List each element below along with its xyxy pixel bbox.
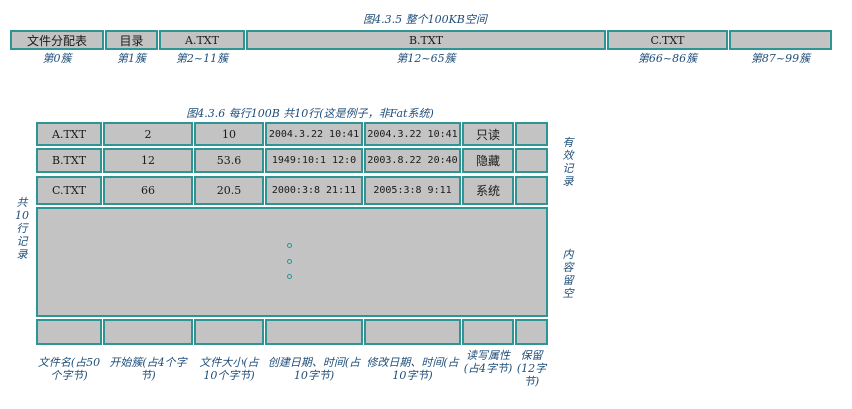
left-label-total-rows: 共10行记录 [15,196,29,261]
column-label-size: 文件大小(占10个字节) [199,356,259,382]
segment-free [729,30,832,50]
segment-fat-label: 文件分配表 [26,33,87,48]
row1-attr: 只读 [462,122,514,146]
ellipsis-dot [287,243,292,248]
row2-size: 53.6 [194,148,264,173]
row3-modified: 2005:3:8 9:11 [364,176,461,205]
row3-start-text: 66 [141,184,155,197]
row2-start: 12 [103,148,193,173]
row1-created-text: 2004.3.22 10:41 [268,128,360,140]
row1-name-text: A.TXT [52,127,86,141]
bottom-created-cell [265,319,363,345]
row1-size: 10 [194,122,264,146]
row2-name: B.TXT [36,148,102,173]
row2-attr: 隐藏 [462,148,514,173]
row3-modified-text: 2005:3:8 9:11 [373,185,452,196]
segment-fat-sublabel: 第0簇 [42,52,72,65]
segment-b-txt-label: B.TXT [408,33,444,47]
empty-records-area [36,207,548,317]
row3-reserved [515,176,548,205]
column-label-created: 创建日期、时间(占10字节) [267,356,361,382]
row2-modified: 2003.8.22 20:40 [364,148,461,173]
row1-reserved [515,122,548,146]
row1-start-text: 2 [144,127,152,141]
row2-created: 1949:10:1 12:0 [265,148,363,173]
bottom-size-cell [194,319,264,345]
segment-c-txt-label: C.TXT [650,33,685,47]
row3-attr: 系统 [462,176,514,205]
row2-modified-text: 2003.8.22 20:40 [367,155,458,166]
ellipsis-dot [287,259,292,264]
column-label-start: 开始簇(占4个字节) [109,356,187,382]
row1-created: 2004.3.22 10:41 [265,122,363,146]
row2-attr-text: 隐藏 [475,154,500,168]
row3-created-text: 2000:3:8 21:11 [271,185,357,196]
segment-a-txt: A.TXT [159,30,245,50]
segment-c-txt: C.TXT [607,30,728,50]
row2-start-text: 12 [141,154,155,167]
segment-a-txt-label: A.TXT [185,33,219,47]
segment-free-sublabel: 第87~99簇 [750,52,811,65]
row3-size-text: 20.5 [216,184,242,197]
row1-modified: 2004.3.22 10:41 [364,122,461,146]
row3-name-text: C.TXT [51,184,87,197]
column-label-modified: 修改日期、时间(占10字节) [366,356,459,382]
row1-modified-text: 2004.3.22 10:41 [367,128,458,140]
segment-directory-sublabel: 第1簇 [117,52,146,65]
column-label-name: 文件名(占50个字节) [37,356,101,382]
row2-name-text: B.TXT [51,154,87,167]
segment-a-txt-sublabel: 第2~11簇 [175,52,229,65]
segment-fat: 文件分配表 [10,30,104,50]
ellipsis-dot [287,274,292,279]
segment-b-txt-sublabel: 第12~65簇 [396,52,456,65]
right-label-empty-content: 内容留空 [562,248,574,300]
bottom-name-cell [36,319,102,345]
row3-attr-text: 系统 [475,184,500,198]
row3-name: C.TXT [36,176,102,205]
row2-created-text: 1949:10:1 12:0 [271,155,357,166]
row3-created: 2000:3:8 21:11 [265,176,363,205]
column-label-reserved: 保留(12字节) [516,349,547,388]
row2-size-text: 53.6 [216,154,242,167]
row3-start: 66 [103,176,193,205]
bottom-reserved-cell [515,319,548,345]
column-label-attr: 读写属性(占4字节) [463,349,513,375]
bottom-start-cell [103,319,193,345]
fig1-caption: 图4.3.5 整个100KB空间 [363,13,487,26]
row1-size-text: 10 [222,127,236,141]
row1-start: 2 [103,122,193,146]
segment-directory-label: 目录 [119,33,144,48]
row1-attr-text: 只读 [475,127,500,142]
segment-directory: 目录 [105,30,158,50]
bottom-attr-cell [462,319,514,345]
segment-c-txt-sublabel: 第66~86簇 [637,52,698,65]
segment-b-txt: B.TXT [246,30,606,50]
row1-name: A.TXT [36,122,102,146]
row2-reserved [515,148,548,173]
row3-size: 20.5 [194,176,264,205]
fig2-caption: 图4.3.6 每行100B 共10行(这是例子，非Fat系统) [186,107,434,120]
bottom-modified-cell [364,319,461,345]
right-label-valid-records: 有效记录 [562,136,574,188]
